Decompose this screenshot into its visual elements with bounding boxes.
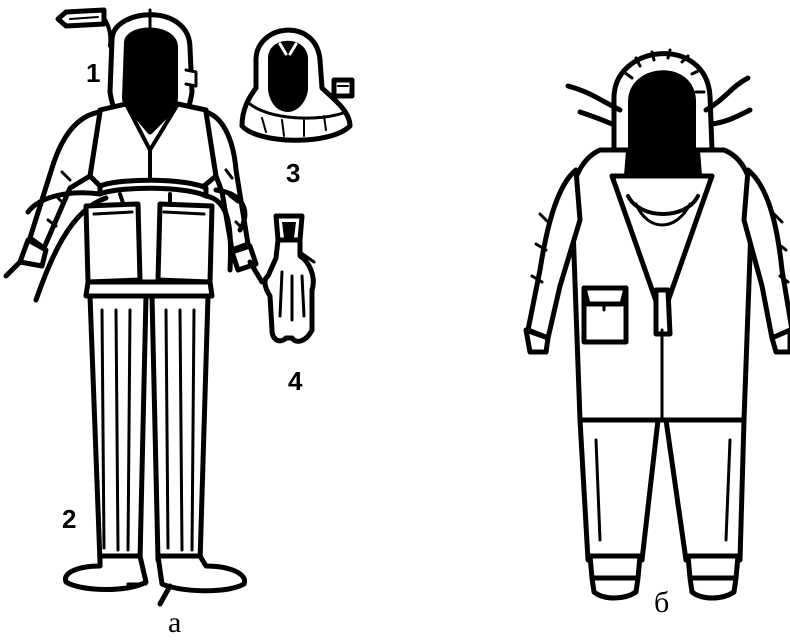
tag-icon [58,10,110,46]
trousers-part [65,204,244,604]
label-part-3: 3 [286,158,300,188]
separate-hood-part [242,30,352,140]
caption-right: б [654,586,669,619]
label-part-4: 4 [288,366,303,396]
coverall-body [526,150,790,598]
back-hood [614,50,712,150]
label-part-2: 2 [62,504,76,534]
assembled-suit-drawing [526,50,790,598]
suit-components-drawing [6,10,352,604]
glove-part [265,216,314,341]
label-part-1: 1 [86,58,100,88]
caption-left: а [168,606,181,639]
